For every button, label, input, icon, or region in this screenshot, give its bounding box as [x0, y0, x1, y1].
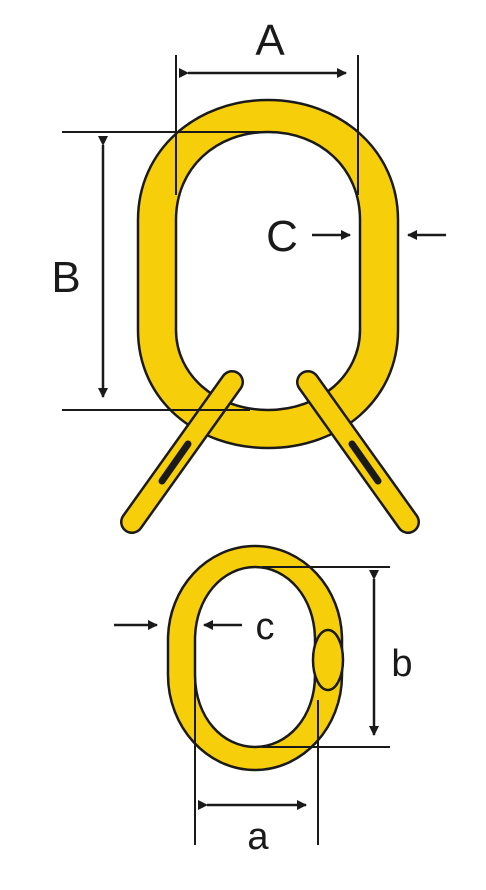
left-sub-link [120, 370, 244, 534]
small-link-lock-pin [311, 628, 345, 692]
small-oval-link [166, 544, 345, 772]
label-b: b [391, 643, 412, 685]
dimension-a: a [194, 680, 319, 858]
dimension-B: B [51, 131, 268, 411]
right-sub-link [296, 370, 420, 534]
dimension-C: C [266, 212, 446, 261]
dimension-A: A [175, 16, 359, 195]
large-link-ring [136, 98, 400, 450]
label-A: A [255, 16, 285, 65]
small-link-ring [166, 544, 344, 772]
label-c: c [256, 606, 275, 648]
label-a: a [247, 816, 269, 858]
label-C: C [266, 212, 298, 261]
dimension-b: b [262, 566, 413, 748]
large-master-link [120, 98, 420, 534]
dimension-c: c [114, 606, 275, 648]
label-B: B [51, 253, 80, 302]
